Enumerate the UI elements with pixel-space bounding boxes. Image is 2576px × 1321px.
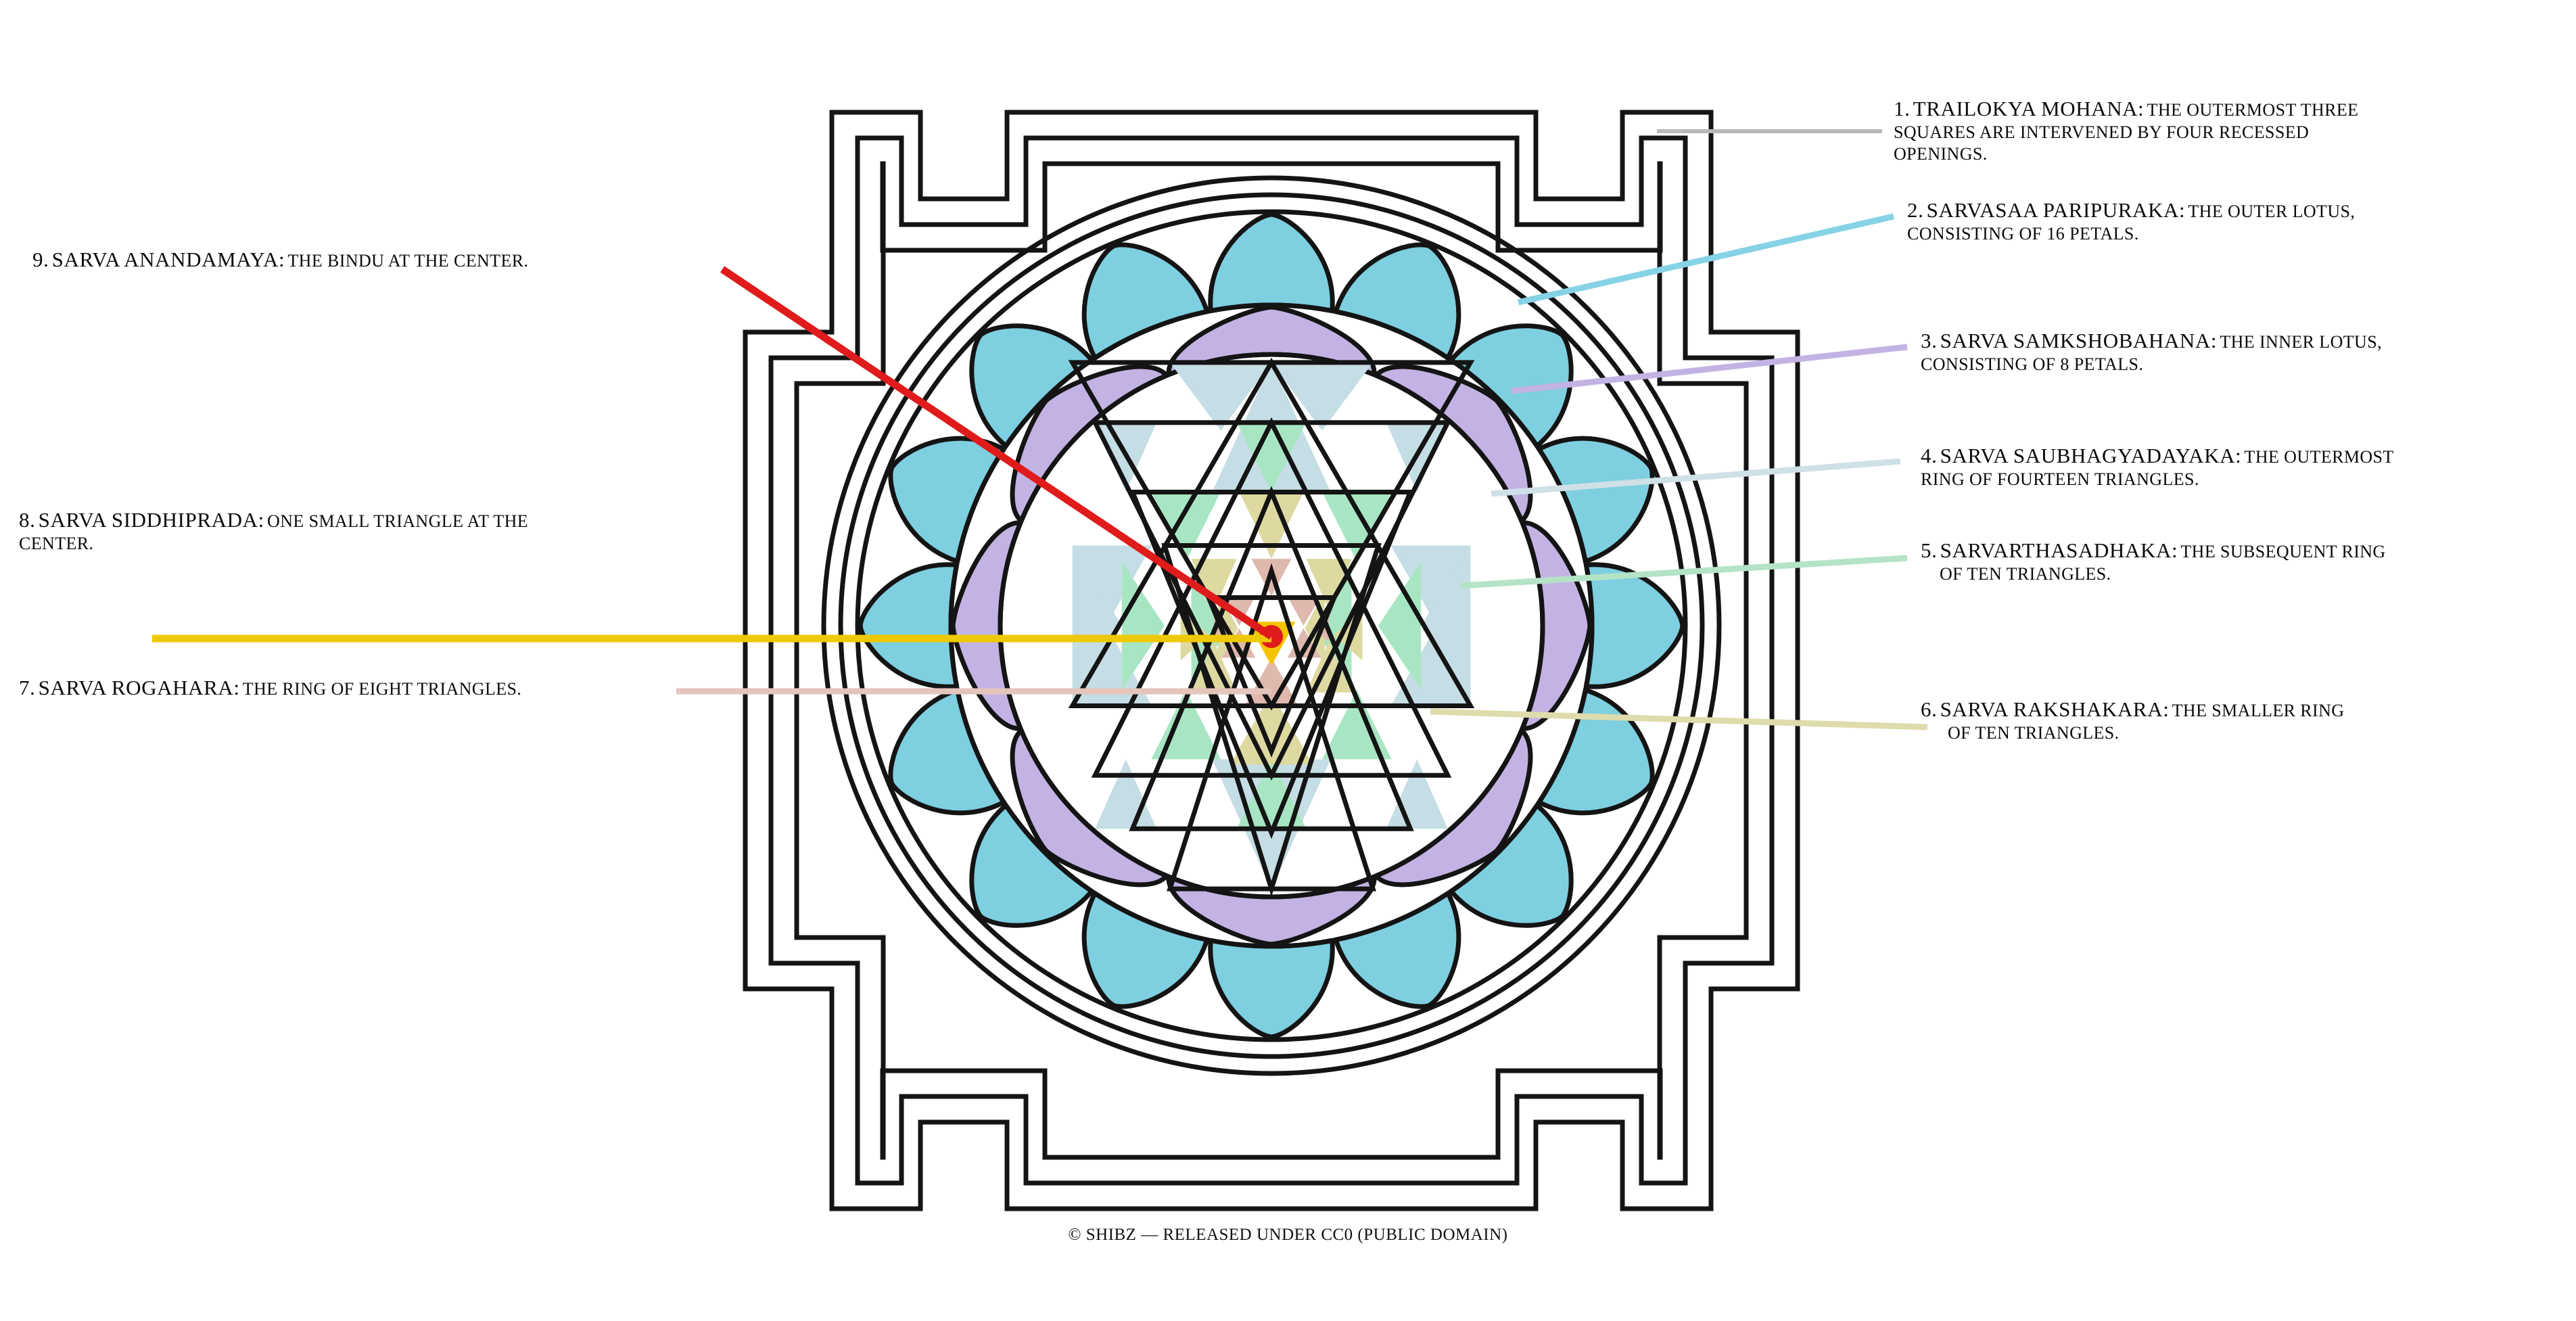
- ring10-outer-triangle: [1236, 422, 1307, 492]
- ring14-triangle: [1271, 362, 1374, 431]
- label-5-name: SARVARTHASADHAKA:: [1940, 538, 2178, 562]
- label-4-desc-0: THE OUTERMOST: [2244, 447, 2394, 467]
- label-2-desc-0: THE OUTER LOTUS,: [2188, 202, 2356, 221]
- outer-lotus-16-petals: [858, 212, 1685, 1040]
- label-2-sarvasaa-paripuraka[interactable]: 2. SARVASAA PARIPURAKA: THE OUTER LOTUS,…: [1907, 198, 2576, 245]
- ring14-triangle: [1390, 545, 1471, 616]
- label-3-desc-0: THE INNER LOTUS,: [2220, 332, 2382, 352]
- label-5-desc-0: THE SUBSEQUENT RING: [2180, 542, 2386, 561]
- label-8-sarva-siddhiprada[interactable]: 8. SARVA SIDDHIPRADA: ONE SMALL TRIANGLE…: [19, 507, 749, 555]
- ring10-outer-triangle: [1151, 492, 1221, 562]
- label-6-name: SARVA RAKSHAKARA:: [1940, 697, 2170, 721]
- ring14-triangle: [1169, 362, 1271, 431]
- ring10-outer-triangle: [1121, 561, 1165, 690]
- label-4-desc-1: RING OF FOURTEEN TRIANGLES.: [1921, 469, 2199, 489]
- leader-line-5: [1460, 555, 1908, 589]
- label-9-desc-0: THE BINDU AT THE CENTER.: [287, 251, 529, 271]
- shakti-triangle-down: [1161, 543, 1382, 897]
- bhupura-square-inner: [794, 161, 1749, 1160]
- ring8-triangle: [1287, 596, 1321, 626]
- label-9-number: 9.: [32, 248, 49, 271]
- ring14-triangle: [1072, 545, 1152, 616]
- leader-line-2: [1517, 213, 1895, 306]
- outer-circle-2: [838, 192, 1705, 1059]
- ring14-triangle: [1072, 545, 1122, 706]
- ring10-inner-triangle: [1191, 559, 1237, 610]
- label-5-desc-1: OF TEN TRIANGLES.: [1940, 563, 2111, 584]
- label-6-desc-1: OF TEN TRIANGLES.: [1948, 722, 2120, 743]
- label-2-desc-1: CONSISTING OF 16 PETALS.: [1907, 223, 2139, 244]
- label-1-desc-0: THE OUTERMOST THREE: [2147, 100, 2359, 120]
- label-8-desc-0: ONE SMALL TRIANGLE AT THE: [267, 511, 529, 531]
- label-5-sarvarthasadhaka[interactable]: 5. SARVARTHASADHAKA: THE SUBSEQUENT RING…: [1921, 538, 2576, 585]
- ring10-outer-triangle: [1322, 492, 1392, 562]
- ring10-inner-triangle: [1239, 492, 1304, 559]
- label-4-number: 4.: [1921, 444, 1938, 467]
- outer-circles-group: [821, 175, 1722, 1076]
- leader-line-6: [1430, 708, 1928, 731]
- label-8-desc-1: CENTER.: [19, 533, 94, 553]
- ring10-inner-triangle: [1230, 692, 1313, 765]
- bhupura-square-middle: [768, 135, 1775, 1186]
- label-1-desc-2: OPENINGS.: [1894, 143, 1988, 164]
- label-9-name: SARVA ANANDAMAYA:: [51, 248, 285, 271]
- leader-line-4: [1491, 458, 1901, 497]
- outer-circle-3: [855, 209, 1688, 1042]
- label-3-desc-1: CONSISTING OF 8 PETALS.: [1921, 354, 2144, 374]
- label-5-number: 5.: [1921, 538, 1938, 562]
- ring10-outer-triangle: [1236, 759, 1307, 829]
- label-6-number: 6.: [1921, 697, 1938, 721]
- outer-circle-1: [821, 175, 1722, 1076]
- label-3-number: 3.: [1921, 329, 1938, 352]
- label-1-trailokya-mohana[interactable]: 1. TRAILOKYA MOHANA: THE OUTERMOST THREE…: [1894, 96, 2563, 164]
- label-7-number: 7.: [19, 676, 36, 699]
- leader-line-9: [720, 266, 1274, 640]
- shakti-triangle-down: [1204, 595, 1338, 758]
- ring10-outer-triangle: [1378, 561, 1422, 690]
- label-8-number: 8.: [19, 508, 36, 532]
- nine-triangles-group: [1068, 357, 1475, 897]
- label-8-name: SARVA SIDDHIPRADA:: [38, 508, 264, 532]
- label-7-desc-0: THE RING OF EIGHT TRIANGLES.: [242, 679, 522, 699]
- label-7-sarva-rogahara[interactable]: 7. SARVA ROGAHARA: THE RING OF EIGHT TRI…: [19, 675, 736, 701]
- label-2-number: 2.: [1907, 198, 1924, 222]
- label-1-number: 1.: [1894, 97, 1911, 120]
- lotus8-inner-circle: [998, 352, 1545, 900]
- label-6-desc-0: THE SMALLER RING: [2172, 701, 2345, 720]
- label-2-name: SARVASAA PARIPURAKA:: [1926, 198, 2186, 222]
- label-6-sarva-rakshakara[interactable]: 6. SARVA RAKSHAKARA: THE SMALLER RING OF…: [1921, 697, 2576, 744]
- ring10-inner-triangle: [1306, 559, 1352, 610]
- label-3-sarva-samkshobahana[interactable]: 3. SARVA SAMKSHOBAHANA: THE INNER LOTUS,…: [1921, 328, 2576, 375]
- label-1-desc-1: SQUARES ARE INTERVENED BY FOUR RECESSED: [1894, 122, 2310, 142]
- bhupura-square-outer: [743, 110, 1800, 1211]
- leader-line-3: [1511, 344, 1908, 394]
- bhupura-group: [743, 110, 1800, 1211]
- label-1-name: TRAILOKYA MOHANA:: [1913, 97, 2145, 120]
- ring14-triangle: [1390, 636, 1471, 706]
- copyright-footer: © SHIBZ — RELEASED UNDER CC0 (PUBLIC DOM…: [1068, 1226, 1508, 1244]
- label-9-sarva-anandamaya[interactable]: 9. SARVA ANANDAMAYA: THE BINDU AT THE CE…: [32, 247, 770, 273]
- label-4-sarva-saubhagyadayaka[interactable]: 4. SARVA SAUBHAGYADAYAKA: THE OUTERMOST …: [1921, 443, 2576, 490]
- label-4-name: SARVA SAUBHAGYADAYAKA:: [1940, 444, 2242, 467]
- ring14-triangle: [1421, 545, 1471, 706]
- shakti-triangle-down: [1068, 360, 1475, 711]
- label-7-name: SARVA ROGAHARA:: [38, 676, 240, 699]
- label-3-name: SARVA SAMKSHOBAHANA:: [1940, 329, 2218, 352]
